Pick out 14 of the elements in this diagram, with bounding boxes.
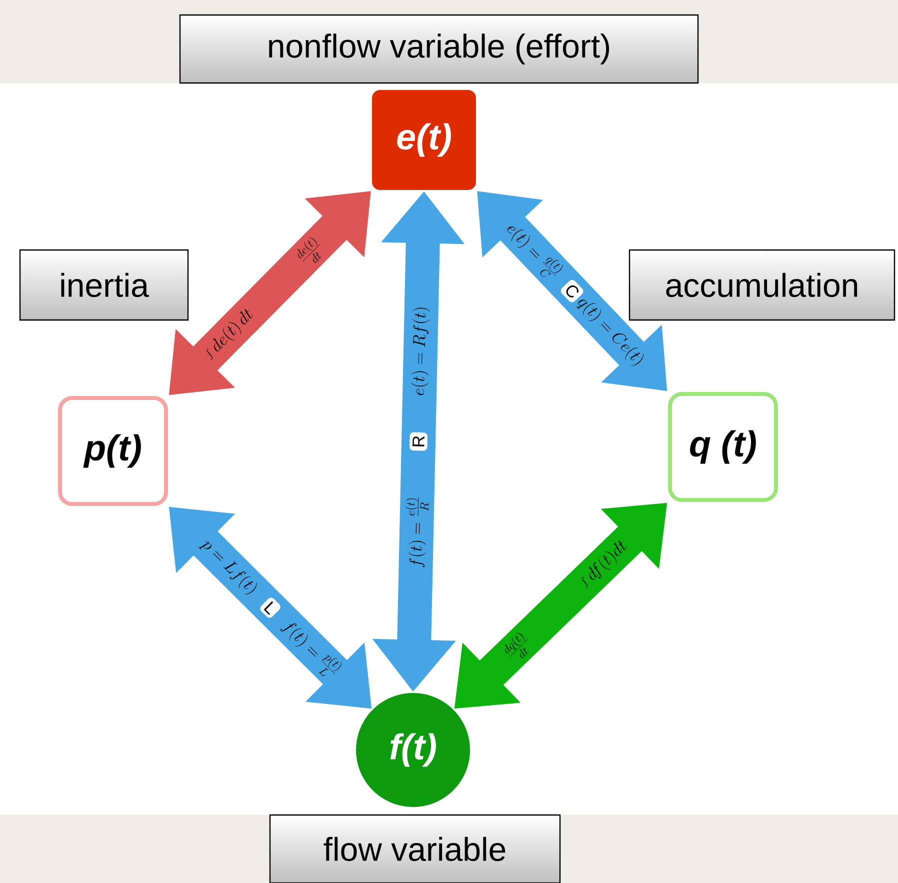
label-box: flow variable: [269, 814, 561, 883]
variable-box: e(t): [372, 90, 476, 190]
label-box: accumulation: [628, 249, 896, 321]
formula: $\int de(t)\,dt$: [200, 304, 259, 364]
formula: $\frac{dq(t)}{dt}$: [498, 628, 538, 666]
formula: $e(t)=Rf(t)$: [410, 304, 432, 398]
label-box: inertia: [19, 249, 189, 321]
variable-box: p(t): [58, 396, 168, 506]
variable-box: q (t): [668, 392, 778, 502]
formula: $\int df(t)dt$: [575, 536, 632, 592]
edge-label: L: [264, 601, 274, 615]
formula: $\frac{de(t)}{dt}$: [292, 232, 330, 272]
label-box: nonflow variable (effort): [179, 14, 699, 84]
edge-label: C: [566, 285, 578, 298]
